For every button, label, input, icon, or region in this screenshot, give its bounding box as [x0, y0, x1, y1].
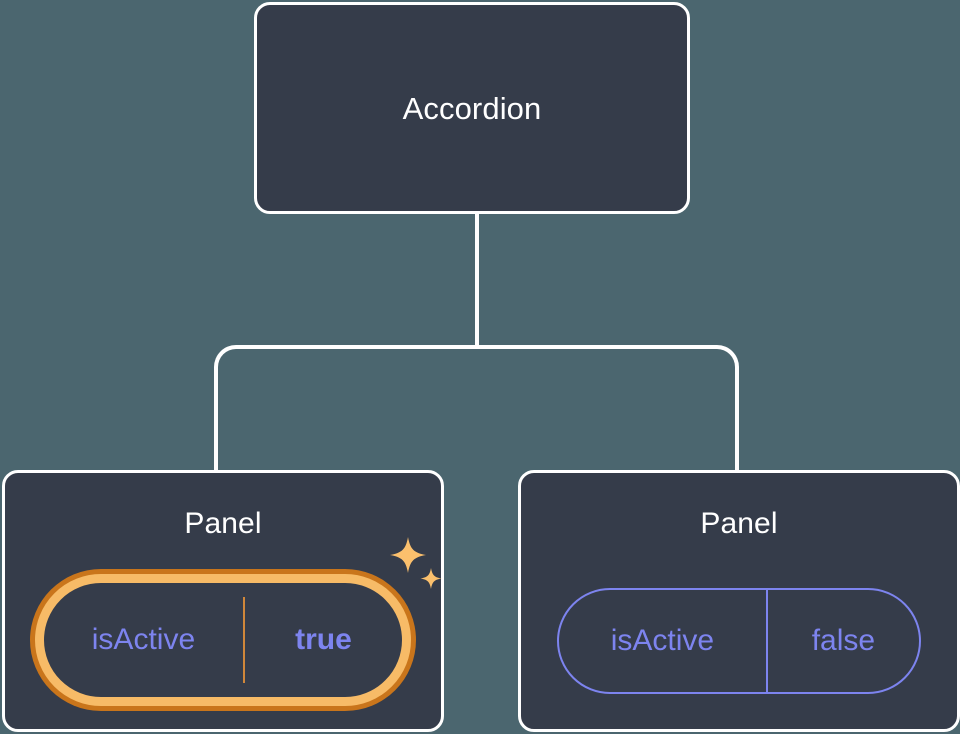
node-label: Panel [184, 507, 262, 540]
prop-pill-isactive-true[interactable]: isActive true [35, 574, 411, 706]
prop-value: false [811, 624, 876, 657]
prop-divider [765, 590, 768, 692]
prop-pill-isactive-false[interactable]: isActive false [557, 588, 921, 694]
connector-root-stem [475, 212, 479, 347]
node-label: Accordion [402, 90, 542, 126]
tree-node-accordion[interactable]: Accordion [254, 2, 690, 214]
prop-divider [242, 597, 245, 683]
connector-branch-bus [214, 345, 739, 475]
prop-key: isActive [610, 624, 715, 657]
prop-value: true [295, 623, 352, 656]
node-label: Panel [700, 507, 778, 540]
prop-key: isActive [91, 623, 196, 656]
